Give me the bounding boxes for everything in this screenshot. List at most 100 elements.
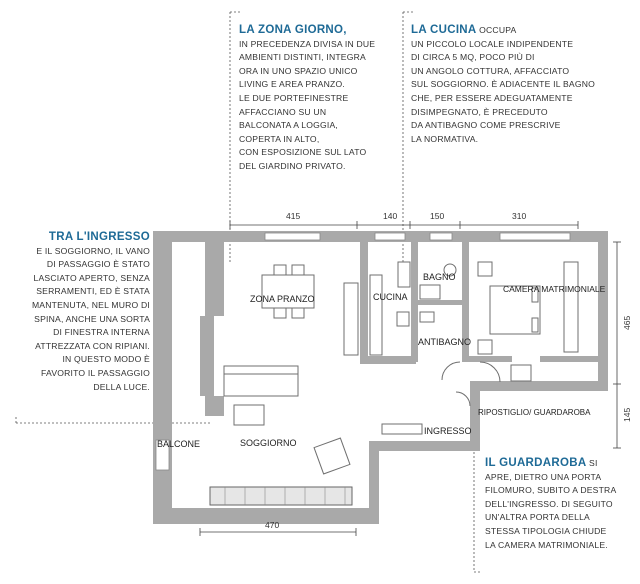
nightstand bbox=[477, 339, 493, 355]
furniture bbox=[223, 261, 579, 475]
dim-470: 470 bbox=[265, 520, 279, 530]
note-line: UN ANGOLO COTTURA, AFFACCIATO bbox=[411, 65, 570, 76]
door-arc bbox=[441, 361, 461, 381]
door-arc bbox=[479, 361, 501, 383]
room-label-cucina: CUCINA bbox=[373, 292, 408, 302]
note-line: APRE, DIETRO UNA PORTA bbox=[485, 471, 602, 482]
kitchen-counter bbox=[369, 274, 383, 356]
chair bbox=[273, 307, 287, 319]
note-line: LE DUE PORTEFINESTRE bbox=[239, 92, 349, 103]
window-bagno bbox=[429, 232, 453, 241]
wardrobe bbox=[563, 261, 579, 353]
wall-bottom bbox=[153, 508, 379, 524]
room-label-balcone: BALCONE bbox=[157, 439, 200, 449]
note-line: DELL'INGRESSO. DI SEGUITO bbox=[485, 498, 613, 509]
wall-spina-lower bbox=[205, 396, 224, 416]
window-balcone bbox=[155, 439, 170, 471]
note-line: DEL GIARDINO PRIVATO. bbox=[239, 160, 346, 171]
desk bbox=[510, 364, 532, 382]
wall-cucina-bottom bbox=[360, 356, 416, 364]
dim-145: 145 bbox=[622, 408, 632, 422]
bed bbox=[489, 285, 541, 335]
note-line: SERRAMENTI, ED È STATA bbox=[36, 286, 150, 297]
note-guardaroba-title: IL GUARDAROBA bbox=[485, 457, 587, 469]
chair bbox=[291, 307, 305, 319]
note-cucina: LA CUCINA OCCUPA UN PICCOLO LOCALE INDIP… bbox=[411, 24, 595, 146]
note-ingresso: TRA L'INGRESSO E IL SOGGIORNO, IL VANO D… bbox=[20, 231, 150, 394]
note-zona-giorno: LA ZONA GIORNO, IN PRECEDENZA DIVISA IN … bbox=[239, 24, 375, 174]
dimension-lines bbox=[199, 221, 621, 536]
wall-cucina-left bbox=[360, 242, 368, 362]
note-line: DI PASSAGGIO È STATO bbox=[46, 259, 150, 270]
note-line: E IL SOGGIORNO, IL VANO bbox=[36, 245, 150, 256]
chair bbox=[291, 264, 305, 276]
window-camera bbox=[499, 232, 571, 241]
kitchen-hob bbox=[396, 311, 410, 327]
note-guardaroba: IL GUARDAROBA SI APRE, DIETRO UNA PORTA … bbox=[485, 457, 616, 552]
wall-step-v bbox=[470, 381, 480, 450]
note-line: MANTENUTA, NEL MURO DI bbox=[31, 299, 150, 310]
note-line: ATTREZZATA CON RIPIANI. bbox=[35, 340, 150, 351]
note-line: FILOMURO, SUBITO A DESTRA bbox=[485, 485, 617, 496]
note-cucina-title-tail: OCCUPA bbox=[476, 25, 517, 35]
note-line: AMBIENTI DISTINTI, INTEGRA bbox=[239, 52, 366, 63]
note-line: CON ESPOSIZIONE SUL LATO bbox=[239, 147, 367, 158]
walls bbox=[153, 231, 608, 524]
note-line: STESSA TIPOLOGIA CHIUDE bbox=[485, 525, 607, 536]
note-line: UN'ALTRA PORTA DELLA bbox=[485, 512, 590, 523]
tv-unit bbox=[381, 423, 423, 435]
note-line: DI FINESTRA INTERNA bbox=[53, 327, 150, 338]
window-pranzo bbox=[264, 232, 321, 241]
pillow bbox=[531, 317, 539, 333]
wall-bagno-right bbox=[462, 242, 469, 362]
note-line: DELLA LUCE. bbox=[93, 381, 150, 392]
wall-camera-bottom-left bbox=[462, 356, 512, 362]
room-label-bagno: BAGNO bbox=[423, 272, 456, 282]
dim-465: 465 bbox=[622, 316, 632, 330]
pillow bbox=[531, 287, 539, 303]
door-arc bbox=[455, 391, 471, 407]
wall-spina-upper bbox=[205, 242, 224, 316]
windows bbox=[155, 232, 571, 471]
kitchen-appliance bbox=[397, 261, 411, 288]
room-label-antibagno: ANTIBAGNO bbox=[418, 337, 471, 347]
dim-140: 140 bbox=[383, 211, 397, 221]
wall-spina-window bbox=[200, 316, 214, 396]
coffee-table bbox=[233, 404, 265, 426]
note-line: CHE, PER ESSERE ADEGUATAMENTE bbox=[411, 92, 573, 103]
note-line: FAVORITO IL PASSAGGIO bbox=[41, 367, 150, 378]
note-line: AFFACCIANO SU UN bbox=[239, 106, 327, 117]
wall-soggiorno-right bbox=[369, 441, 379, 524]
chair bbox=[273, 264, 287, 276]
wall-cucina-right bbox=[411, 242, 418, 362]
sink bbox=[419, 311, 435, 323]
wall-step-h bbox=[477, 381, 608, 391]
note-guardaroba-title-tail: SI bbox=[586, 458, 598, 468]
note-line: IN PRECEDENZA DIVISA IN DUE bbox=[239, 38, 376, 49]
balcony-railing bbox=[209, 486, 353, 506]
room-label-zona-pranzo: ZONA PRANZO bbox=[250, 294, 315, 304]
note-line: SPINA, ANCHE UNA SORTA bbox=[34, 313, 150, 324]
wall-right bbox=[598, 231, 608, 391]
nightstand bbox=[477, 261, 493, 277]
note-line: DI CIRCA 5 MQ, POCO PIÙ DI bbox=[411, 52, 535, 63]
note-line: LASCIATO APERTO, SENZA bbox=[33, 272, 150, 283]
room-label-camera: CAMERA MATRIMONIALE bbox=[503, 284, 606, 294]
sofa-back bbox=[223, 365, 299, 375]
toilet bbox=[443, 263, 457, 277]
note-line: LA CAMERA MATRIMONIALE. bbox=[485, 539, 608, 550]
balcony-railing-hatch bbox=[224, 487, 346, 505]
leader-lines bbox=[15, 11, 482, 573]
note-line: IN QUESTO MODO È bbox=[62, 354, 150, 365]
note-ingresso-title: TRA L'INGRESSO bbox=[48, 231, 150, 243]
note-line: LA NORMATIVA. bbox=[411, 133, 479, 144]
note-zona-giorno-title: LA ZONA GIORNO, bbox=[239, 24, 347, 36]
note-line: DA ANTIBAGNO COME PRESCRIVE bbox=[411, 120, 561, 131]
dining-table bbox=[261, 274, 315, 309]
wall-camera-bottom-right bbox=[540, 356, 598, 362]
dim-415: 415 bbox=[286, 211, 300, 221]
note-line: ORA IN UNO SPAZIO UNICO bbox=[239, 65, 358, 76]
bathtub bbox=[419, 284, 441, 300]
note-line: BALCONATA A LOGGIA, bbox=[239, 120, 339, 131]
